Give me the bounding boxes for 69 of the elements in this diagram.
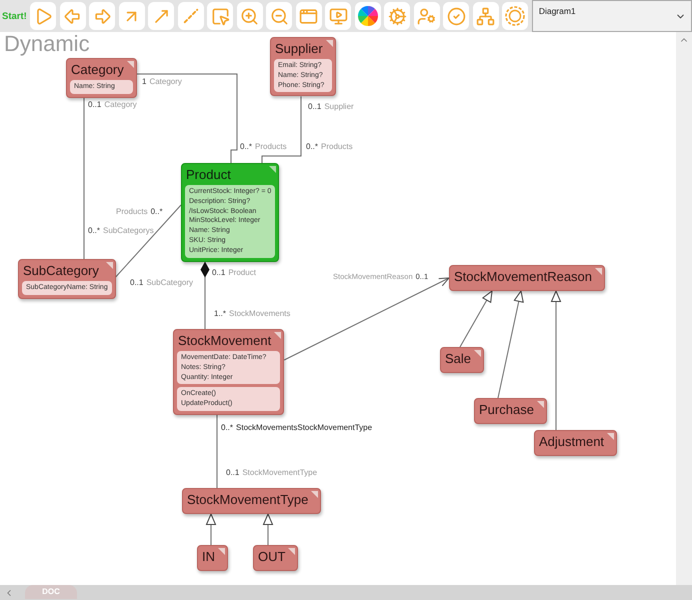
- class-box: [66, 58, 137, 98]
- class-name: IN: [201, 548, 215, 566]
- attribute-compartment: [177, 351, 280, 384]
- generalization-arrow: [498, 290, 524, 398]
- multiplicity-label: 0..*: [88, 226, 100, 235]
- class-name: SubCategory: [22, 262, 99, 280]
- attribute-compartment: [274, 59, 332, 92]
- class-name: StockMovementReason: [453, 268, 592, 286]
- attribute-compartment: [22, 281, 112, 295]
- class-name: Sale: [444, 350, 472, 368]
- class-box: [181, 163, 280, 262]
- doc-tab: DOC: [25, 585, 77, 599]
- role-name-label: Products: [255, 142, 287, 151]
- class-name: StockMovementType: [186, 491, 308, 509]
- class-box: [18, 259, 116, 299]
- operation-compartment: [177, 387, 280, 411]
- role-name-label: SubCategory: [146, 278, 194, 287]
- class-box: [474, 398, 547, 424]
- class-name: Purchase: [478, 401, 534, 419]
- class-name: Supplier: [274, 40, 323, 58]
- role-name-label: Category: [149, 77, 182, 86]
- association-line: [216, 414, 218, 488]
- multiplicity-label: 0..*: [240, 142, 252, 151]
- class-name: OUT: [257, 548, 286, 566]
- role-name-label: Supplier: [324, 102, 354, 111]
- multiplicity-label: 1: [142, 77, 146, 86]
- multiplicity-label: 1..*: [214, 309, 226, 318]
- multiplicity-label: 0..1: [88, 100, 102, 109]
- generalization-arrow: [551, 290, 561, 430]
- role-name-label: Product: [228, 268, 256, 277]
- role-name-label: StockMovementType: [242, 468, 318, 477]
- class-box: [534, 430, 618, 456]
- multiplicity-label: 0..1: [226, 468, 240, 477]
- class-name: Category: [70, 61, 124, 79]
- class-name: StockMovement: [177, 332, 272, 350]
- association-line: [262, 96, 302, 164]
- role-name-label: SubCategorys: [103, 226, 154, 235]
- association-end-label: 0..*: [221, 423, 234, 432]
- class-box: [449, 265, 606, 291]
- multiplicity-label: 0..1: [212, 268, 226, 277]
- attribute-compartment: [185, 185, 276, 258]
- role-name-label: Category: [104, 100, 137, 109]
- multiplicity-label: 0..*: [150, 207, 163, 216]
- generalization-arrow: [460, 290, 492, 348]
- role-name-label: Products: [116, 207, 148, 216]
- role-name-label: StockMovements: [229, 309, 290, 318]
- class-name: Product: [185, 166, 231, 184]
- association-line: [136, 74, 238, 164]
- association-line: [115, 204, 182, 278]
- class-name: Adjustment: [538, 433, 604, 451]
- class-box: [253, 545, 298, 571]
- class-box: [270, 37, 336, 96]
- class-box: [173, 329, 284, 415]
- association-end-label: StockMovementsStockMovementType: [236, 423, 372, 432]
- role-name-label: Products: [321, 142, 353, 151]
- start-label: Start!: [2, 10, 27, 22]
- class-box: [197, 545, 228, 571]
- multiplicity-label: 0..*: [306, 142, 318, 151]
- class-box: [182, 488, 322, 514]
- generalization-arrow: [206, 514, 216, 546]
- composition-line: [200, 261, 210, 330]
- class-box: [440, 347, 484, 373]
- generalization-arrow: [263, 514, 273, 546]
- diagram-heading: Dynamic: [4, 33, 90, 55]
- diagram-select: Diagram1: [532, 0, 692, 32]
- association-arrow: [284, 278, 450, 360]
- attribute-compartment: [70, 80, 133, 94]
- multiplicity-label: 0..1: [308, 102, 322, 111]
- multiplicity-label: 0..1: [130, 278, 144, 287]
